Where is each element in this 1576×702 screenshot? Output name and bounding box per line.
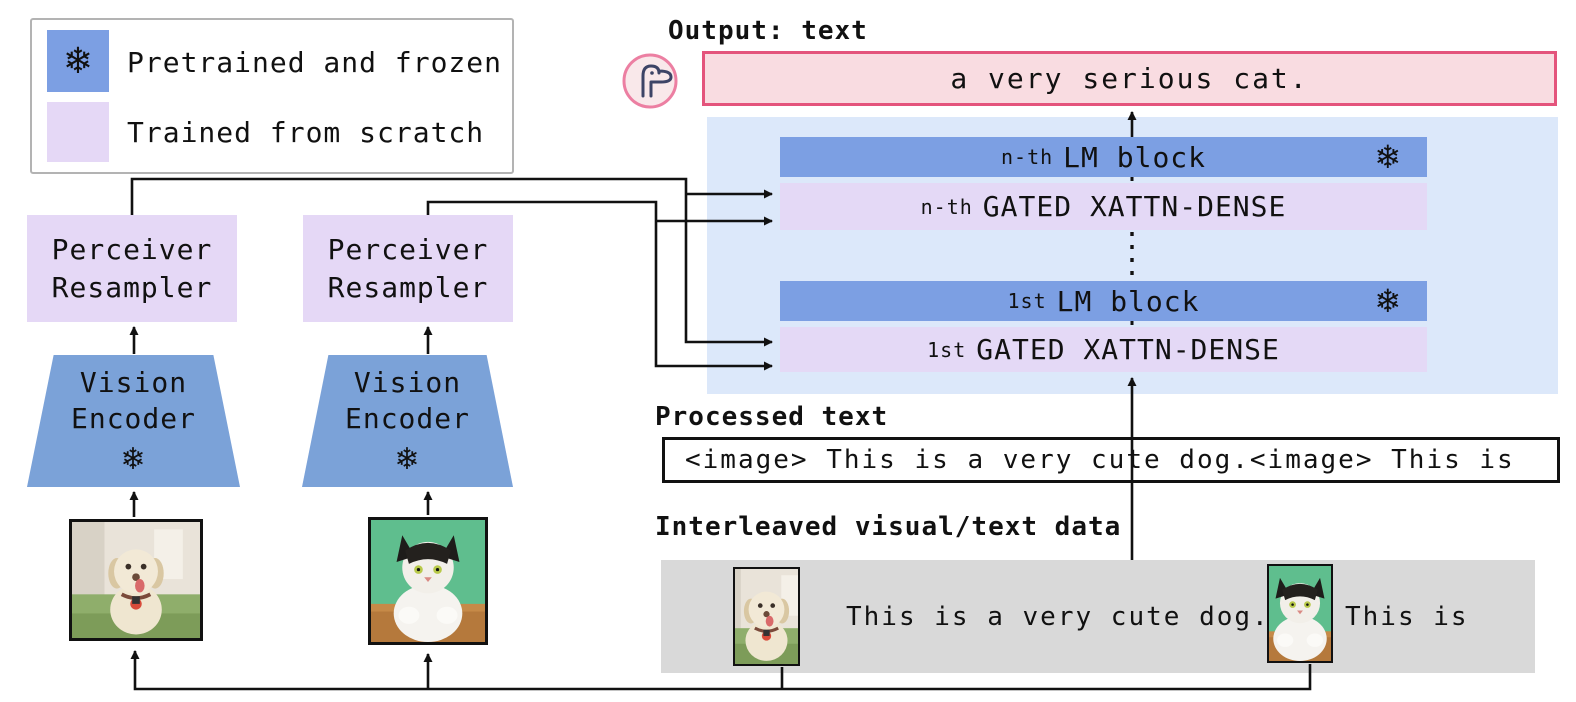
nth-lm-label: LM block <box>1063 140 1207 174</box>
vision-encoder-1: Vision Encoder ❄ <box>27 355 240 487</box>
perceiver-resampler-1: Perceiver Resampler <box>27 215 237 322</box>
nth-xattn-prefix: n-th <box>920 194 973 219</box>
interleaved-text-after-cat: This is <box>1345 601 1469 632</box>
interleaved-text-after-dog: This is a very cute dog. <box>846 601 1270 632</box>
first-lm-block: 1st LM block ❄ <box>780 281 1427 321</box>
vision-encoder-1-label: Vision Encoder <box>70 366 196 436</box>
processed-text-box: <image> This is a very cute dog.<image> … <box>662 437 1560 483</box>
legend-trained-label: Trained from scratch <box>127 116 485 149</box>
snowflake-icon: ❄ <box>120 441 147 477</box>
legend-frozen-swatch: ❄ <box>47 30 109 92</box>
first-lm-label: LM block <box>1056 284 1200 318</box>
interleaved-data-box: This is a very cute dog. This is <box>661 560 1535 673</box>
dog-image-thumb <box>733 567 800 666</box>
perceiver-resampler-2: Perceiver Resampler <box>303 215 513 322</box>
first-gated-xattn-dense: 1st GATED XATTN-DENSE <box>780 327 1427 372</box>
cat-image-large <box>368 517 488 645</box>
legend: ❄ Pretrained and frozen Trained from scr… <box>30 18 514 174</box>
output-text-box: a very serious cat. <box>702 51 1557 106</box>
first-lm-prefix: 1st <box>1007 289 1047 313</box>
processed-text: <image> This is a very cute dog.<image> … <box>685 445 1515 475</box>
nth-lm-prefix: n-th <box>1000 145 1054 169</box>
snowflake-icon: ❄ <box>62 40 94 82</box>
nth-gated-xattn-dense: n-th GATED XATTN-DENSE <box>780 183 1427 230</box>
first-xattn-label: GATED XATTN-DENSE <box>976 333 1280 366</box>
nth-lm-block: n-th LM block ❄ <box>780 137 1427 177</box>
legend-trained-swatch <box>47 102 109 162</box>
legend-frozen-label: Pretrained and frozen <box>127 46 503 79</box>
processed-text-section-label: Processed text <box>655 402 889 432</box>
snowflake-icon: ❄ <box>1374 138 1401 176</box>
flamingo-icon <box>621 52 679 110</box>
interleaved-section-label: Interleaved visual/text data <box>655 512 1122 542</box>
output-text: a very serious cat. <box>950 62 1309 95</box>
first-xattn-prefix: 1st <box>927 337 967 362</box>
output-section-label: Output: text <box>668 16 868 46</box>
vision-encoder-2-label: Vision Encoder <box>344 366 470 436</box>
nth-xattn-label: GATED XATTN-DENSE <box>982 190 1287 223</box>
cat-image-thumb <box>1267 564 1333 663</box>
snowflake-icon: ❄ <box>1374 282 1401 320</box>
dog-image-large <box>69 519 203 641</box>
snowflake-icon: ❄ <box>394 441 421 477</box>
vision-encoder-2: Vision Encoder ❄ <box>302 355 513 487</box>
